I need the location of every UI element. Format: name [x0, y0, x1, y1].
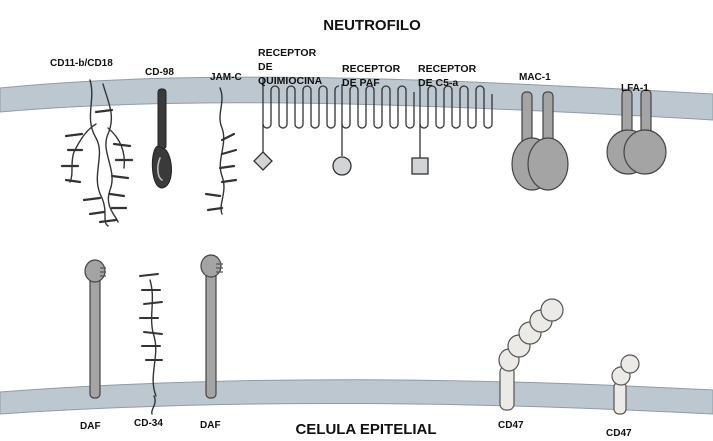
jamc-molecule: [206, 88, 236, 214]
daf-left-molecule: [85, 260, 106, 398]
cd34-label: CD-34: [134, 418, 163, 429]
cd47-left-label: CD47: [498, 420, 524, 431]
cd98-label: CD-98: [145, 67, 174, 78]
cd11b-cd18-label: CD11-b/CD18: [50, 58, 113, 69]
epithelial-title: CELULA EPITELIAL: [295, 421, 436, 438]
lfa1-label: LFA-1: [621, 83, 649, 94]
jamc-label: JAM-C: [210, 72, 242, 83]
daf-left-label: DAF: [80, 421, 101, 432]
mac1-label: MAC-1: [519, 72, 551, 83]
neutrophil-title: NEUTROFILO: [323, 17, 421, 34]
epithelial-membrane: [0, 380, 713, 414]
cd47-right-label: CD47: [606, 428, 632, 439]
daf-right-molecule: [201, 255, 223, 398]
daf-right-label: DAF: [200, 420, 221, 431]
chemokine-receptor-label: RECEPTOR DE QUIMIOCINA: [258, 47, 323, 87]
